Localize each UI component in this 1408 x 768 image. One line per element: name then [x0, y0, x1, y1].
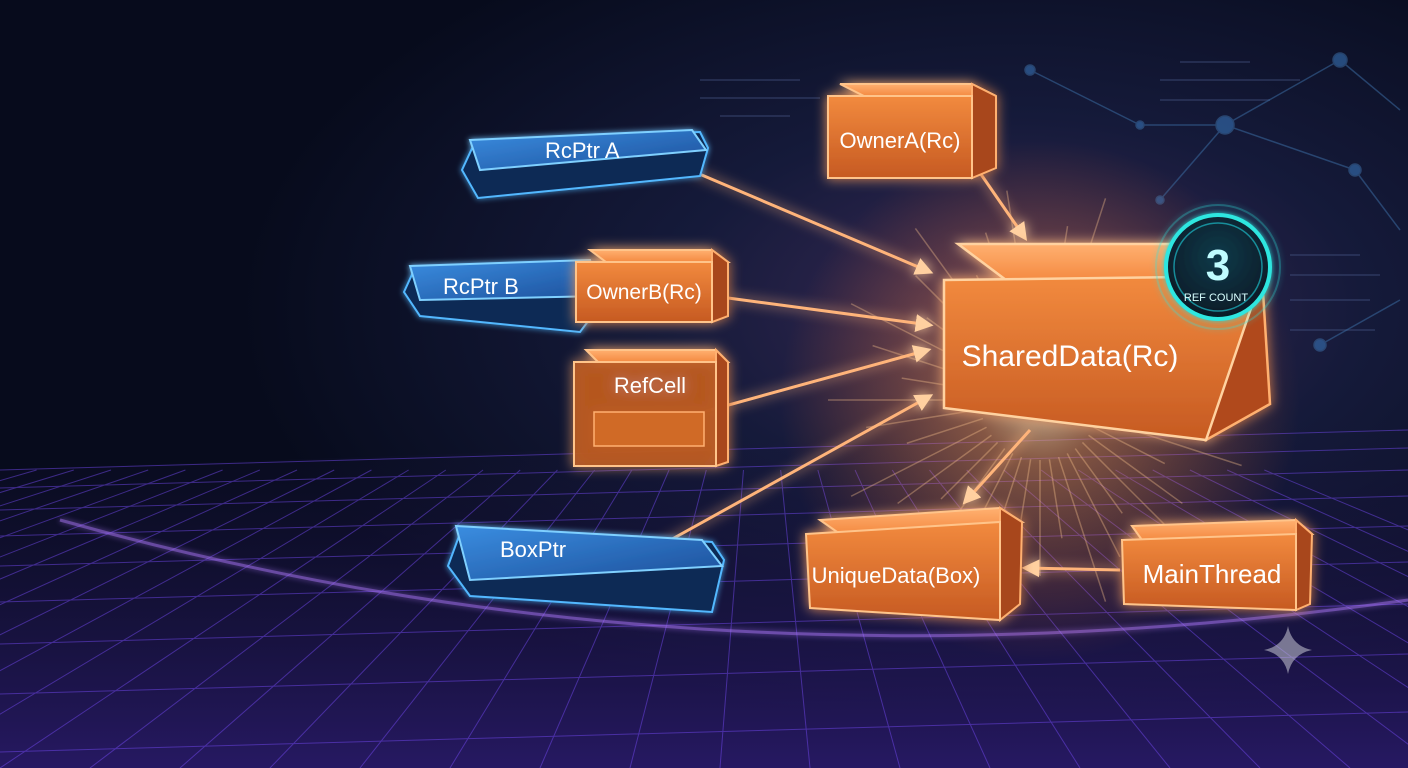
arrow-main-to-unique — [1021, 559, 1121, 578]
background-code-lines — [700, 61, 1380, 331]
label-boxptr: BoxPtr — [500, 537, 566, 562]
label-rcptr-b: RcPtr B — [443, 274, 519, 299]
label-owner-a: OwnerA(Rc) — [839, 128, 960, 153]
node-boxptr: BoxPtr — [446, 524, 726, 614]
node-owner-b: OwnerB(Rc) — [575, 248, 731, 324]
arrow-owner-a-to-shared — [976, 169, 1028, 241]
label-owner-b: OwnerB(Rc) — [586, 281, 702, 304]
label-unique-data: UniqueData(Box) — [812, 563, 981, 588]
node-unique-data: UniqueData(Box) — [804, 506, 1026, 623]
label-shared-data: SharedData(Rc) — [962, 340, 1179, 373]
arrow-shared-to-unique — [962, 428, 1032, 505]
sparkle-icon — [1264, 626, 1312, 674]
ref-count-value: 3 — [1206, 241, 1230, 290]
connectors — [637, 168, 1121, 578]
node-owner-a: OwnerA(Rc) — [827, 82, 997, 180]
node-main-thread: MainThread — [1120, 517, 1315, 612]
ref-count-badge: 3 REF COUNT — [1155, 204, 1281, 330]
arrow-boxptr-to-shared — [637, 394, 934, 560]
arrow-rcptr-a-to-shared — [689, 168, 934, 275]
arrow-owner-b-to-shared — [727, 296, 934, 333]
label-rcptr-a: RcPtr A — [545, 138, 620, 163]
label-main-thread: MainThread — [1143, 559, 1282, 589]
label-refcell: RefCell — [614, 373, 686, 398]
node-rcptr-a: RcPtr A — [460, 128, 710, 200]
node-refcell: RefCell — [573, 347, 731, 468]
ref-count-label: REF COUNT — [1184, 292, 1248, 304]
